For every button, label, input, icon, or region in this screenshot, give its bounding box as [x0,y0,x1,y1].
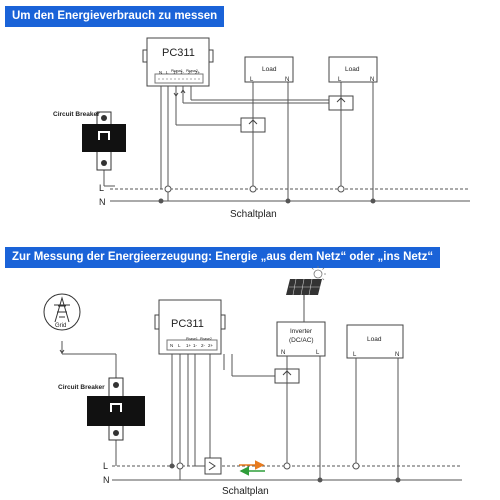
inverter-terminal-n: N [281,350,285,356]
bottom-terminal-l: L [178,343,181,348]
top-line-l-label: L [99,183,104,193]
bottom-line-n-label: N [103,475,110,485]
bottom-caption: Schaltplan [222,486,269,497]
inverter-label-1: Inverter [290,328,313,335]
bottom-ct-clamp-grid [204,457,222,475]
grid-label: Grid [55,323,66,329]
bottom-device-label: PC311 [171,318,204,330]
bottom-load [346,324,404,359]
top-terminal-2m: 2- [188,70,193,75]
top-load-2-terminal-l: L [338,77,342,83]
top-load-1-terminal-n: N [285,77,289,83]
top-terminal-1p: 1+ [173,70,179,75]
bottom-phase1-label: Phase1 [186,337,198,341]
bottom-terminal-n: N [170,343,173,348]
bottom-load-label: Load [367,336,382,343]
bottom-terminal-2m: 2- [201,343,206,348]
bottom-breaker-label: Circuit Breaker [58,384,105,391]
top-terminal-1m: 1- [180,70,185,75]
top-load-2-terminal-n: N [370,77,374,83]
grid-tower-icon [43,293,81,331]
bottom-terminal-2p: 2+ [208,343,214,348]
section-banner-generation: Zur Messung der Energieerzeugung: Energi… [5,247,441,268]
top-load-1 [244,56,294,83]
bottom-diagram [61,299,462,481]
bottom-terminal-1p: 1+ [186,343,192,348]
top-load-2 [328,56,378,83]
bottom-inverter [276,321,326,357]
top-terminal-2p: 2+ [195,70,201,75]
top-terminal-l: L [166,70,169,75]
top-phase1-label: Phase1 [171,69,183,73]
bottom-terminal-1m: 1- [193,343,198,348]
top-load-2-label: Load [345,66,360,73]
sun-icon [311,266,326,281]
solar-panel-icon [286,278,322,300]
bottom-line-l-label: L [103,461,108,471]
top-device-label: PC311 [162,47,195,59]
inverter-terminal-l: L [316,350,320,356]
top-load-1-terminal-l: L [250,77,254,83]
bottom-load-terminal-n: N [395,352,399,358]
top-diagram [103,37,470,202]
bottom-phase2-label: Phase2 [200,337,212,341]
top-caption: Schaltplan [230,209,277,220]
top-terminal-n: N [159,70,162,75]
top-breaker-label: Circuit Breaker [53,111,100,118]
top-circuit-breaker-icon [82,111,126,171]
top-phase2-label: Phase2 [186,69,198,73]
bottom-circuit-breaker-icon [87,377,145,441]
section-banner-consumption: Um den Energieverbrauch zu messen [5,6,225,27]
top-line-n-label: N [99,197,106,207]
bottom-load-terminal-l: L [353,352,357,358]
inverter-label-2: (DC/AC) [289,337,314,344]
top-load-1-label: Load [262,66,277,73]
